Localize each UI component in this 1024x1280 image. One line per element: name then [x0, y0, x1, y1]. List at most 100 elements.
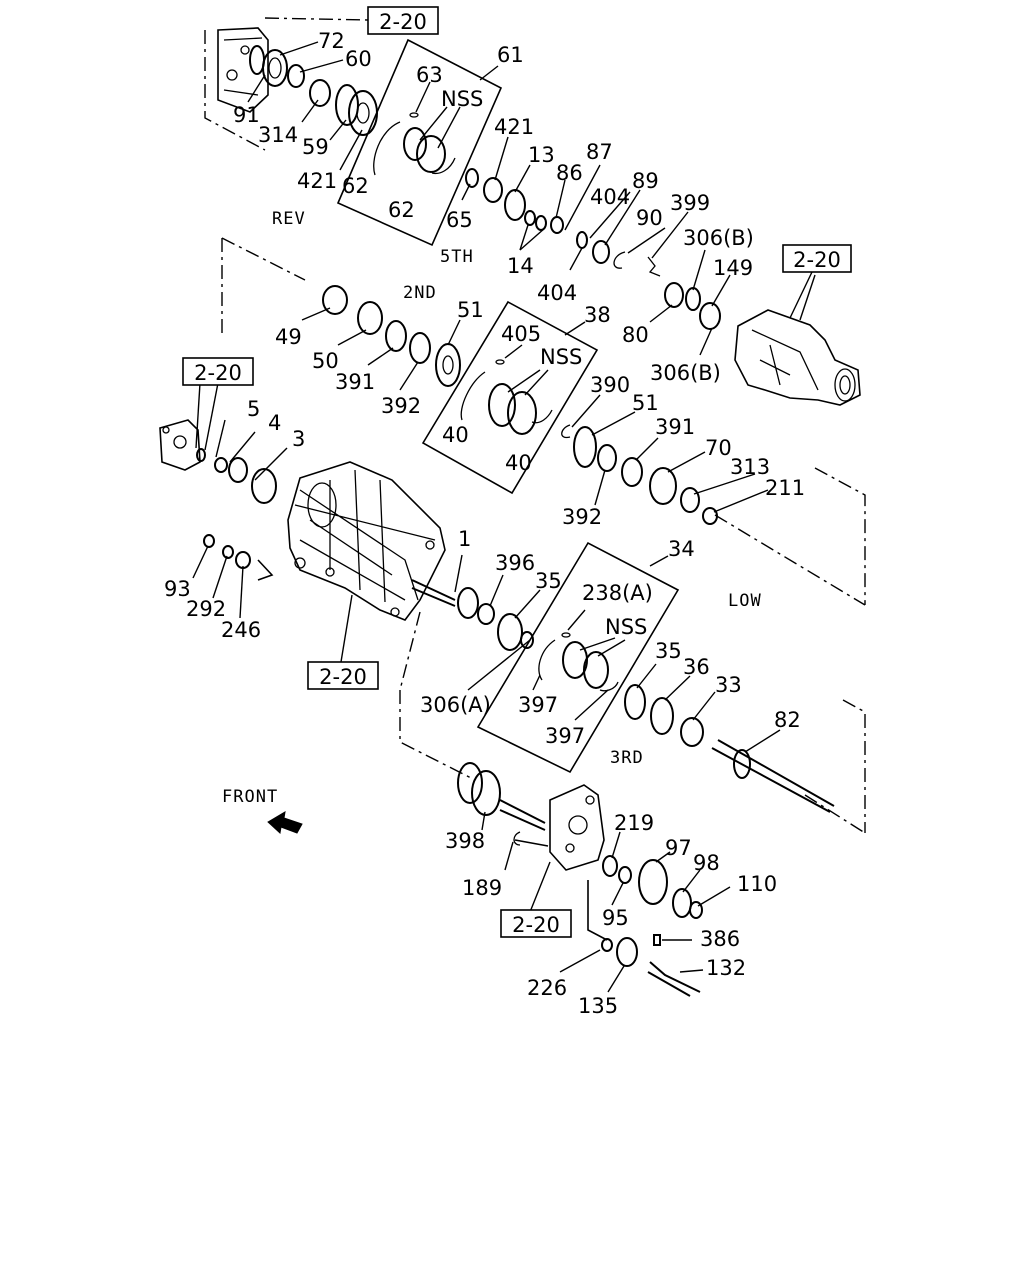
svg-text:2-20: 2-20: [512, 913, 560, 937]
boundary-lines: [204, 17, 866, 941]
callout: 306(B): [683, 226, 754, 250]
label-3rd: 3RD: [610, 748, 644, 768]
callout: 34: [668, 537, 695, 561]
callout: 59: [302, 135, 329, 159]
callout: 33: [715, 673, 742, 697]
callout: 392: [562, 505, 602, 529]
callout: 397: [545, 724, 585, 748]
callout: 238(A): [582, 581, 653, 605]
callout: 314: [258, 123, 298, 147]
label-front: FRONT: [222, 787, 278, 807]
callout: 63: [416, 63, 443, 87]
callout: 89: [632, 169, 659, 193]
callout: 65: [446, 208, 473, 232]
callout: 396: [495, 551, 535, 575]
callout: 51: [457, 298, 484, 322]
callout: 40: [442, 423, 469, 447]
callout: NSS: [605, 615, 647, 639]
callout: 98: [693, 851, 720, 875]
front-arrow-icon: [267, 811, 303, 834]
callout: 189: [462, 876, 502, 900]
callout: 386: [700, 927, 740, 951]
callout: 313: [730, 455, 770, 479]
ref-box-left: 2-20: [182, 357, 254, 386]
callout: 50: [312, 349, 339, 373]
callout: 93: [164, 577, 191, 601]
callout: 391: [335, 370, 375, 394]
callout: 397: [518, 693, 558, 717]
callout: 62: [342, 174, 369, 198]
callout: 405: [501, 322, 541, 346]
callout: 135: [578, 994, 618, 1018]
callout: NSS: [540, 345, 582, 369]
callout: 91: [233, 103, 260, 127]
callout: 132: [706, 956, 746, 980]
section-labels: REV 5TH 2ND LOW 3RD FRONT: [222, 209, 762, 807]
ref-box-plate: 2-20: [500, 909, 572, 938]
callout: 95: [602, 906, 629, 930]
callout: 149: [713, 256, 753, 280]
callout: 292: [186, 597, 226, 621]
callout: 306(B): [650, 361, 721, 385]
svg-text:2-20: 2-20: [379, 10, 427, 34]
callout: 82: [774, 708, 801, 732]
callout: 13: [528, 143, 555, 167]
callout: 38: [584, 303, 611, 327]
front-cover-left: [159, 419, 201, 471]
svg-text:2-20: 2-20: [194, 361, 242, 385]
rear-extension-housing: [734, 309, 861, 406]
callout: 390: [590, 373, 630, 397]
callout: 398: [445, 829, 485, 853]
callout: 392: [381, 394, 421, 418]
callout: 306(A): [420, 693, 491, 717]
callout: 36: [683, 655, 710, 679]
callout: 219: [614, 811, 654, 835]
intermediate-plate: [549, 784, 605, 871]
callout: 404: [537, 281, 577, 305]
callout: 3: [292, 427, 305, 451]
ref-box-case: 2-20: [307, 661, 379, 690]
callout: 49: [275, 325, 302, 349]
leader-lines: [192, 41, 816, 993]
callout: 87: [586, 140, 613, 164]
callouts: 72 60 91 314 59 421 62 62 63 NSS 61 65 4…: [164, 29, 805, 1018]
callout: 404: [590, 185, 630, 209]
callout: 61: [497, 43, 524, 67]
callout: 97: [665, 836, 692, 860]
callout: 14: [507, 254, 534, 278]
ref-box-rear: 2-20: [782, 244, 852, 273]
callout: 86: [556, 161, 583, 185]
label-2nd: 2ND: [403, 283, 437, 303]
callout: 110: [737, 872, 777, 896]
label-5th: 5TH: [440, 247, 474, 267]
callout: 5: [247, 397, 260, 421]
svg-text:2-20: 2-20: [793, 248, 841, 272]
callout: 60: [345, 47, 372, 71]
callout: 226: [527, 976, 567, 1000]
ref-box-top: 2-20: [367, 6, 439, 35]
main-transmission-case: [287, 461, 446, 621]
callout: 35: [535, 569, 562, 593]
callout: 80: [622, 323, 649, 347]
parts: [196, 45, 835, 997]
callout: 70: [705, 436, 732, 460]
callout: 4: [268, 411, 281, 435]
callout: 72: [318, 29, 345, 53]
callout: 51: [632, 391, 659, 415]
front-plate-top: [217, 27, 269, 113]
callout: 391: [655, 415, 695, 439]
svg-text:2-20: 2-20: [319, 665, 367, 689]
label-low: LOW: [728, 591, 762, 611]
callout: 421: [297, 169, 337, 193]
callout: 40: [505, 451, 532, 475]
sync-group-frames: [336, 38, 680, 774]
label-rev: REV: [272, 209, 306, 229]
callout: 211: [765, 476, 805, 500]
callout: 62: [388, 198, 415, 222]
callout: 35: [655, 639, 682, 663]
callout: 90: [636, 206, 663, 230]
callout: 246: [221, 618, 261, 642]
callout: NSS: [441, 87, 483, 111]
callout: 399: [670, 191, 710, 215]
